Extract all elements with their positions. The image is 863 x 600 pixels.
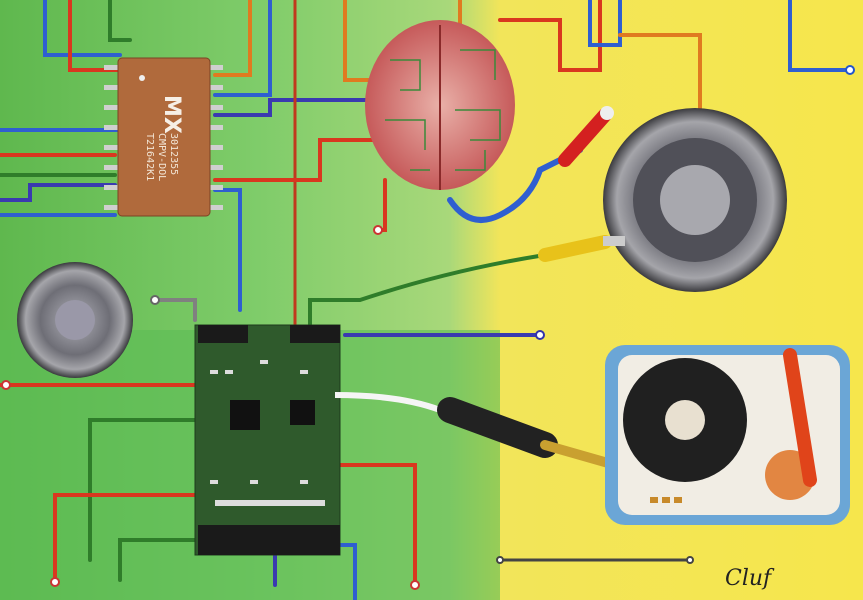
chip-line-1: 3012355: [168, 133, 179, 175]
brain-circuit-image: [365, 20, 515, 190]
tone-arm: [783, 348, 817, 487]
red-rca-plug: [558, 106, 614, 167]
wire-terminals: [1, 65, 855, 590]
small-speaker: [17, 262, 133, 378]
audio-jack-plug: [334, 392, 620, 470]
mx-chip: MX 3012355 CMPV-DOL T21642K1: [104, 57, 223, 217]
chip-line-3: T21642K1: [144, 133, 155, 181]
record-player: [605, 345, 850, 525]
chip-pin1-dot: [139, 75, 145, 81]
chip-line-2: CMPV-DOL: [156, 133, 167, 181]
chip-logo: MX: [159, 95, 184, 134]
chip-body: [117, 57, 211, 217]
circuit-board: [194, 324, 341, 556]
yellow-rca-plug: [538, 235, 625, 262]
chip-pins: [104, 65, 223, 210]
artist-signature: Cluf: [725, 566, 775, 591]
large-speaker: [603, 108, 787, 292]
